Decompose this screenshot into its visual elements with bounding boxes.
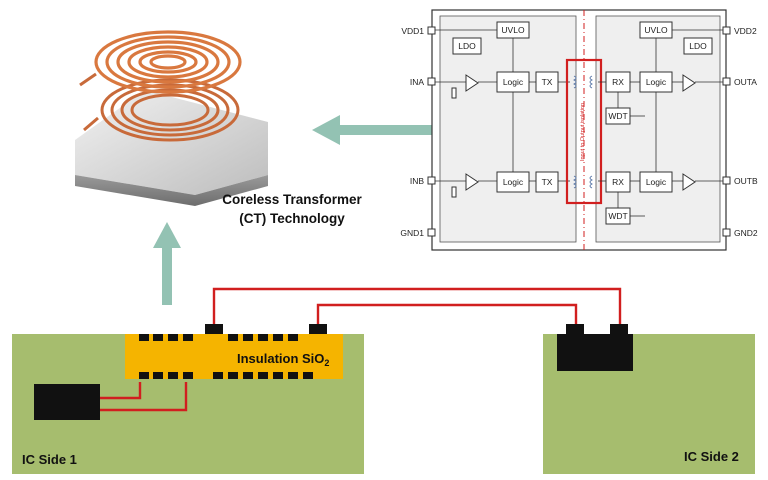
pin-vdd1: VDD1 (401, 26, 424, 36)
coil-plate-side (75, 175, 268, 206)
wdt-block-a: WDT (608, 111, 627, 121)
insulation-pads (139, 334, 313, 379)
tx-block-b: TX (542, 177, 553, 187)
uvlo-block-left: UVLO (501, 25, 525, 35)
rx-block-b: RX (612, 177, 624, 187)
ic-side-2-label: IC Side 2 (684, 449, 739, 464)
coil-lower-winding (100, 78, 240, 142)
isolation-label: Input to Output isolation (580, 103, 586, 161)
transformer-coils (572, 75, 594, 189)
pin-gnd2: GND2 (734, 228, 758, 238)
logic-block-b-left: Logic (503, 177, 524, 187)
pin-inb: INB (410, 176, 425, 186)
ic-side-1-label: IC Side 1 (22, 452, 77, 467)
pin-vdd2: VDD2 (734, 26, 757, 36)
insulation-sio2-layer (125, 334, 343, 379)
receiver-pad-left (566, 324, 584, 334)
receiver-chip-side-2 (557, 334, 633, 371)
cross-section: Insulation SiO2 IC Side 1 IC Side 2 (12, 287, 755, 474)
wdt-block-b: WDT (608, 211, 627, 221)
ldo-block-left: LDO (458, 41, 476, 51)
insulation-label: Insulation SiO2 (237, 351, 329, 368)
coil-upper-winding (94, 30, 242, 94)
top-pad-right (309, 324, 327, 334)
pin-gnd1: GND1 (400, 228, 424, 238)
coil-illustration: Coreless Transformer (CT) Technology (75, 30, 363, 226)
logic-block-a-left: Logic (503, 77, 524, 87)
isolator-schematic: VDD1 INA INB GND1 VDD2 OUTA OUTB GND2 LD… (400, 9, 758, 251)
ldo-block-right: LDO (689, 41, 707, 51)
driver-chip-side-1 (34, 384, 100, 420)
isolation-highlight-box (565, 58, 603, 205)
pin-outb: OUTB (734, 176, 758, 186)
top-pad-left (205, 324, 223, 334)
tx-block-a: TX (542, 77, 553, 87)
coil-caption-line1: Coreless Transformer (222, 192, 362, 207)
logic-block-b-right: Logic (646, 177, 667, 187)
rx-block-a: RX (612, 77, 624, 87)
receiver-pad-right (610, 324, 628, 334)
arrow-section-to-coil (153, 222, 181, 305)
pin-ina: INA (410, 77, 425, 87)
logic-block-a-right: Logic (646, 77, 667, 87)
bond-wires (100, 287, 622, 412)
pin-outa: OUTA (734, 77, 757, 87)
coil-lead-wire (79, 72, 99, 132)
uvlo-block-right: UVLO (644, 25, 668, 35)
coil-caption-line2: (CT) Technology (239, 211, 345, 226)
